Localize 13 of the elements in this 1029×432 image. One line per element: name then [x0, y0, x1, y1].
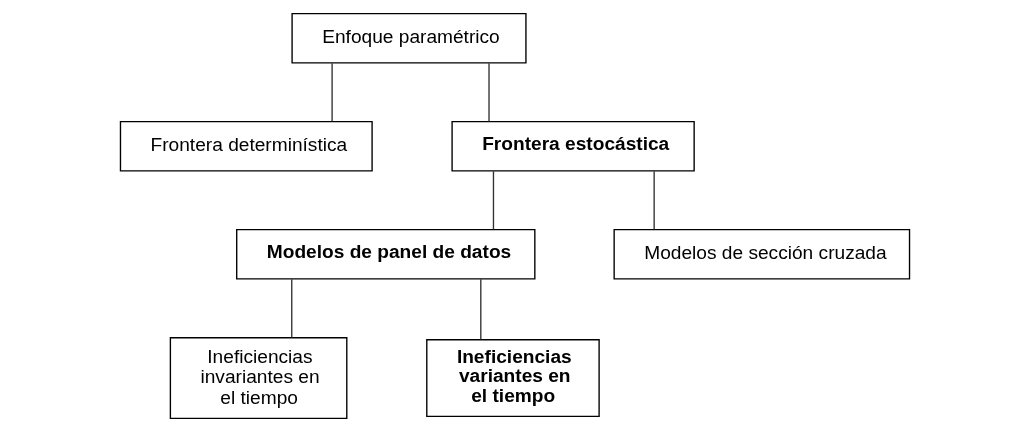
node-box: Frontera estocástica — [450, 120, 695, 172]
node-box: Modelos de sección cruzada — [612, 229, 910, 280]
connector — [492, 170, 494, 231]
connector — [652, 170, 655, 231]
connector — [290, 278, 292, 339]
node-box: Frontera determinística — [119, 120, 373, 172]
node-box: Modelos de panel de datos — [235, 229, 535, 280]
connector — [479, 278, 481, 341]
connector — [330, 62, 333, 123]
connector — [487, 62, 490, 123]
node-box: Enfoque paramétrico — [290, 12, 527, 64]
node-box: Ineficiencias variantes en el tiempo — [425, 339, 600, 418]
node-box: Ineficiencias invariantes en el tiempo — [169, 337, 347, 420]
